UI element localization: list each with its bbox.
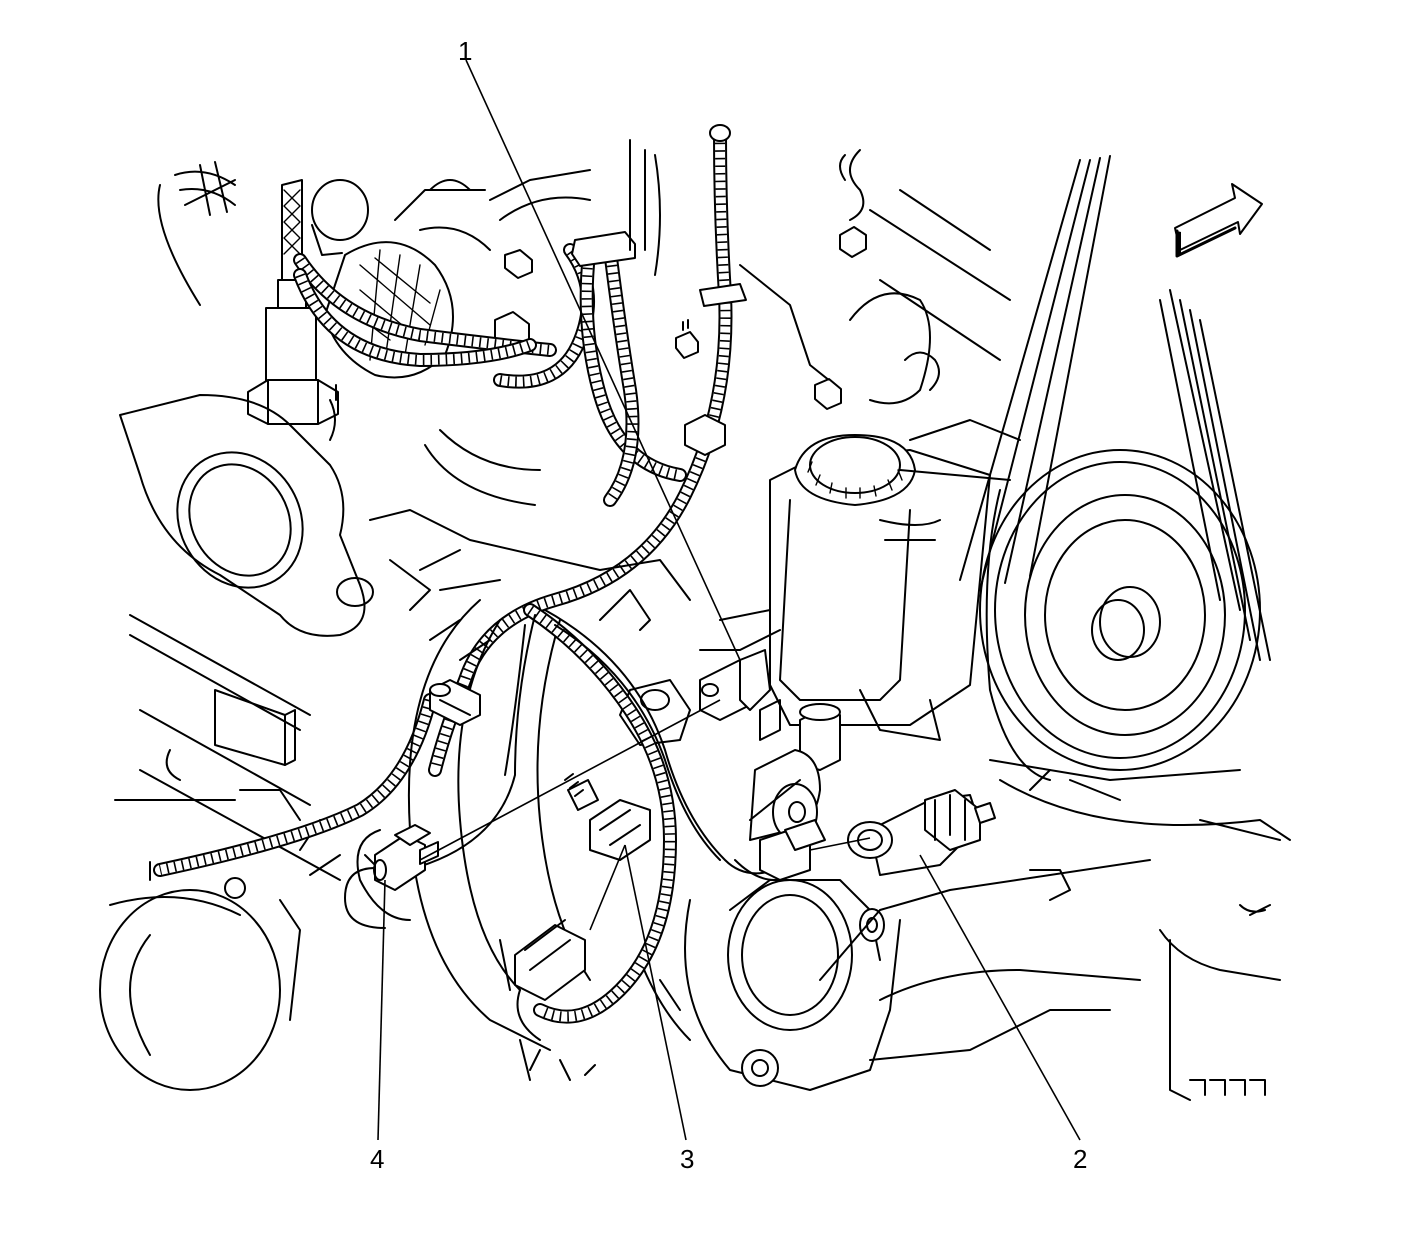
lower-harness	[356, 603, 776, 1041]
callouts: 1 2 3 4	[370, 36, 1087, 1174]
oxygen-sensor-upper-left	[157, 161, 369, 425]
callout-4: 4	[370, 1144, 384, 1174]
harness-clips	[429, 679, 481, 726]
component-1-bracket	[699, 649, 771, 721]
callout-1: 1	[458, 36, 472, 66]
leader-line-4	[377, 879, 386, 1141]
serpentine-belt-pulley	[959, 155, 1291, 841]
leader-line-2	[919, 854, 1081, 1141]
power-steering-reservoir	[769, 419, 1021, 771]
component-3-sensor-connector	[564, 773, 651, 861]
leader-lines	[377, 59, 1081, 1141]
callout-3: 3	[680, 1144, 694, 1174]
callout-2: 2	[1073, 1144, 1087, 1174]
leader-line-3	[624, 844, 687, 1141]
engine-front-cover	[369, 509, 1281, 1101]
leader-line-4-sub	[419, 699, 721, 861]
leader-line-2-sub	[809, 837, 871, 851]
leader-line-1	[465, 59, 741, 661]
leader-line-3-sub	[589, 844, 626, 931]
component-4-sensor	[344, 824, 439, 929]
exhaust-manifold-flange	[119, 384, 374, 637]
forward-arrow-icon	[1174, 183, 1263, 258]
wire-loom-upper	[149, 124, 747, 881]
component-2-pressure-sensor	[734, 789, 996, 881]
upper-right-bracket	[739, 149, 1011, 410]
